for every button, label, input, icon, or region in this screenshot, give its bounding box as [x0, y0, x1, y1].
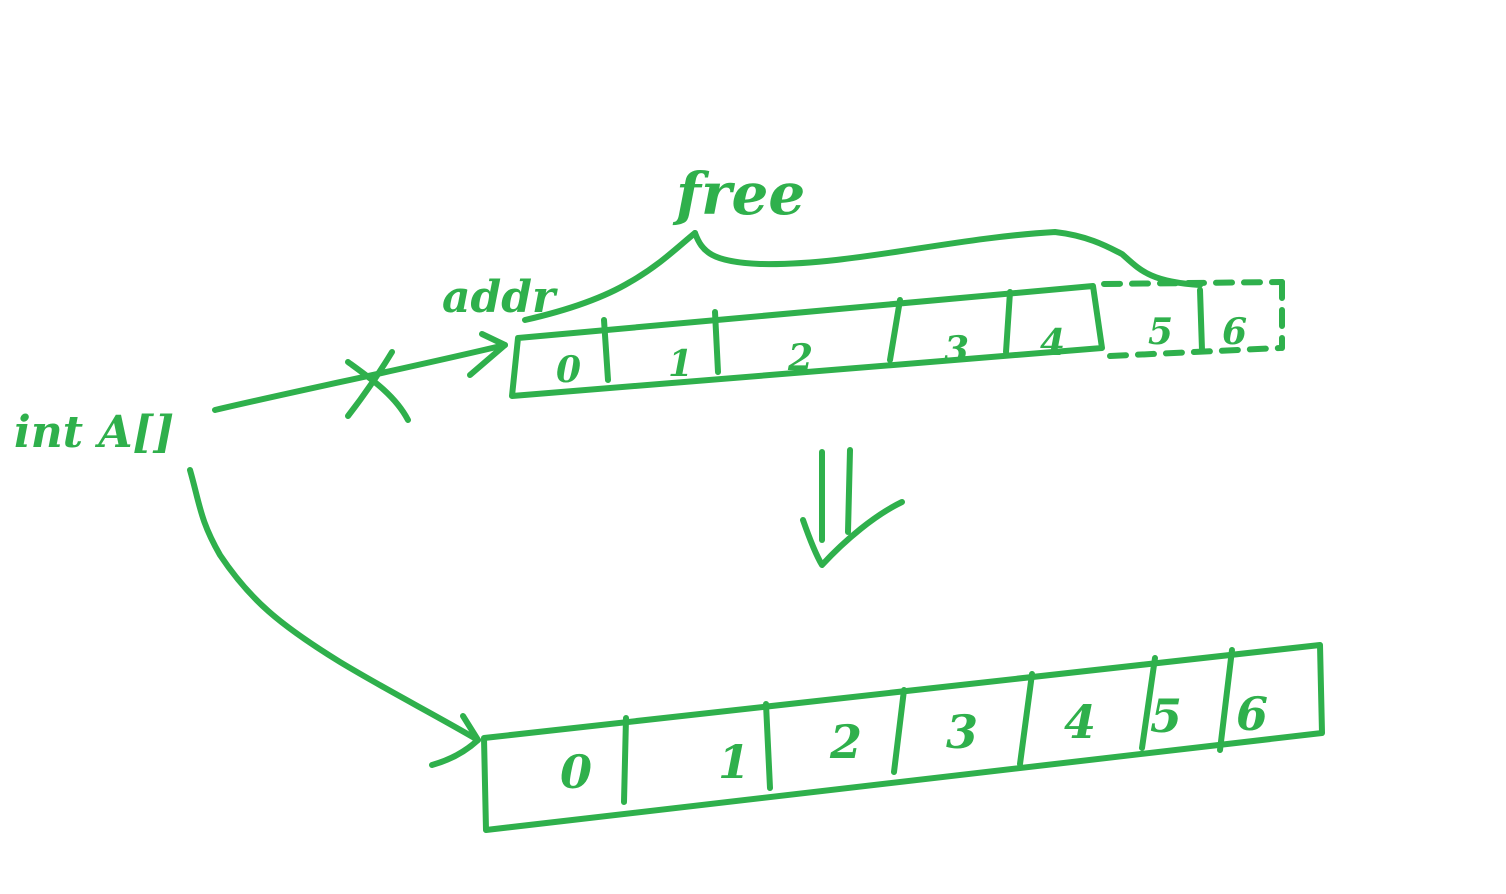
- cross-mark: [345, 349, 411, 423]
- old-array-cells: 0 1 2 3 4: [556, 322, 1065, 391]
- new-cell-label: 1: [718, 735, 750, 789]
- new-array-cells: 0 1 2 3 4 5 6: [560, 687, 1268, 799]
- new-cell-label: 4: [1064, 695, 1096, 749]
- new-array: [481, 642, 1325, 833]
- free-label: free: [672, 160, 805, 228]
- old-pointer-arrow: [212, 331, 508, 413]
- new-cell-label: 2: [829, 715, 862, 769]
- new-pointer-arrow: [187, 467, 481, 768]
- pointer-label: int A[]: [14, 407, 174, 458]
- old-cell-label: 1: [668, 343, 693, 385]
- old-cell-label: 2: [787, 337, 813, 379]
- old-array-extension: 5 6: [1101, 279, 1285, 359]
- old-cell-label: 4: [1040, 322, 1065, 364]
- free-bracket: [522, 229, 1203, 323]
- new-cell-label: 6: [1236, 687, 1268, 741]
- old-cell-label: 3: [944, 329, 969, 371]
- new-cell-label: 3: [946, 705, 978, 759]
- old-array: [509, 283, 1105, 399]
- new-cell-label: 5: [1150, 689, 1182, 743]
- new-cell-label: 0: [560, 745, 592, 799]
- old-extension-cell-label: 5: [1148, 311, 1173, 353]
- old-cell-label: 0: [556, 349, 581, 391]
- transform-arrow: [800, 447, 905, 568]
- old-extension-cell-label: 6: [1222, 311, 1247, 353]
